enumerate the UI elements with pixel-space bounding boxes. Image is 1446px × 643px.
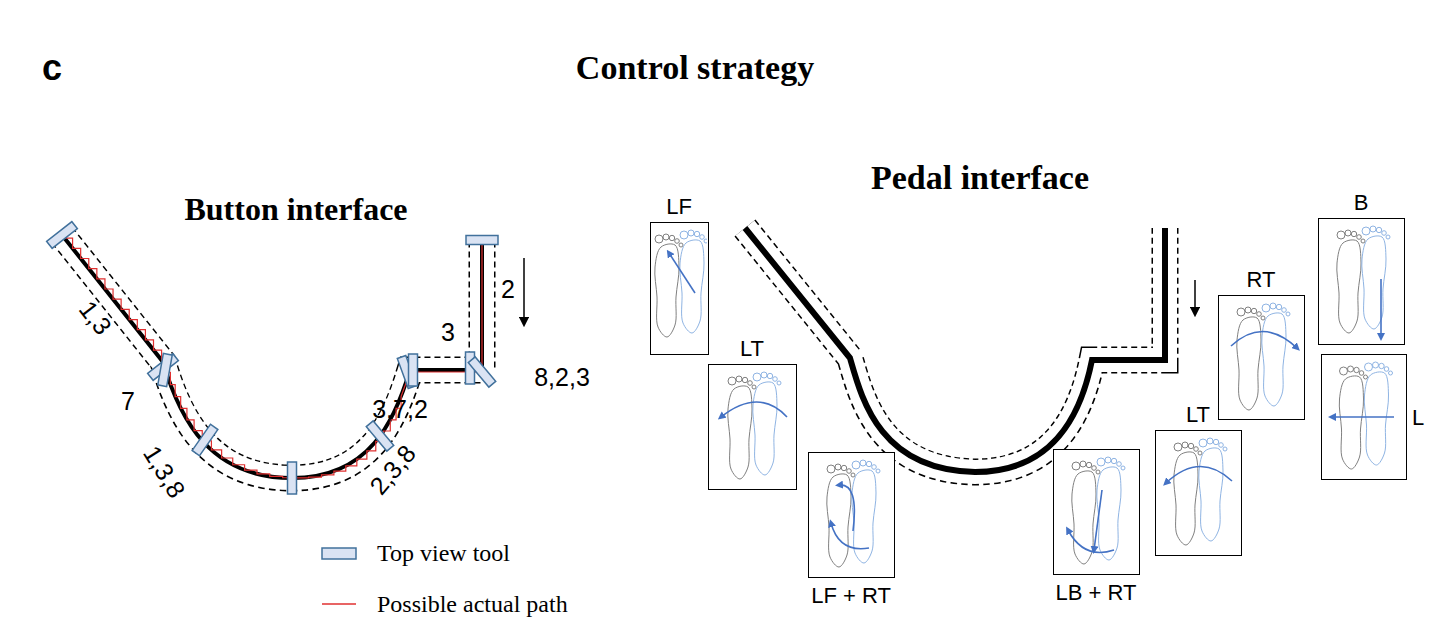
tool-mark bbox=[409, 354, 418, 386]
foot-sketch bbox=[809, 453, 893, 576]
panel-letter: c bbox=[42, 48, 62, 88]
legend-text: Possible actual path bbox=[377, 591, 568, 617]
gesture-label: LF + RT bbox=[811, 584, 891, 608]
path-sample bbox=[322, 603, 356, 605]
foot-gesture-box: LF + RT bbox=[808, 452, 895, 578]
callout-number: 2 bbox=[501, 276, 515, 304]
gesture-label: LB + RT bbox=[1056, 581, 1137, 605]
callout-number: 3 bbox=[441, 319, 455, 347]
callout-number: 3,7,2 bbox=[372, 396, 428, 424]
actual-path-line bbox=[64, 238, 482, 478]
foot-gesture-box: RT bbox=[1218, 295, 1305, 420]
callout-number: 7 bbox=[121, 388, 135, 416]
legend-text: Top view tool bbox=[377, 540, 510, 566]
foot-sketch bbox=[1054, 450, 1138, 573]
section-heading: Pedal interface bbox=[871, 159, 1089, 196]
tool-mark bbox=[192, 424, 218, 455]
gesture-label: LF bbox=[666, 195, 692, 219]
callout-number: 8,2,3 bbox=[534, 364, 590, 392]
foot-gesture-box: LB + RT bbox=[1053, 449, 1140, 575]
tool-mark bbox=[366, 421, 393, 451]
direction-arrow bbox=[523, 258, 525, 322]
figure-title: Control strategy bbox=[576, 49, 814, 86]
foot-gesture-box: L bbox=[1321, 354, 1407, 480]
gesture-label: RT bbox=[1247, 268, 1276, 292]
foot-sketch bbox=[709, 365, 795, 488]
foot-gesture-box: LT bbox=[708, 364, 797, 490]
gesture-label: B bbox=[1354, 191, 1369, 215]
foot-gesture-box: LT bbox=[1155, 430, 1242, 556]
legend-samples bbox=[322, 548, 356, 604]
gesture-label: LT bbox=[1186, 403, 1210, 427]
callout-number: 1,3,8 bbox=[138, 441, 191, 503]
gesture-label: L bbox=[1412, 406, 1424, 430]
foot-sketch bbox=[1319, 219, 1403, 343]
actual-path bbox=[64, 238, 482, 478]
tool-sample bbox=[322, 548, 356, 559]
gesture-label: LT bbox=[740, 337, 764, 361]
tool-mark bbox=[288, 462, 297, 494]
pedal-track bbox=[745, 228, 1195, 472]
tool-mark bbox=[158, 353, 172, 386]
foot-gesture-box: LF bbox=[650, 222, 709, 355]
direction-arrow bbox=[1194, 280, 1196, 312]
foot-sketch bbox=[1156, 431, 1240, 554]
tool-marks bbox=[47, 222, 498, 494]
foot-sketch bbox=[1219, 296, 1303, 418]
section-heading: Button interface bbox=[184, 192, 407, 227]
tool-mark bbox=[47, 222, 78, 249]
button-track bbox=[47, 222, 524, 494]
foot-gesture-box: B bbox=[1318, 218, 1405, 345]
tool-mark bbox=[466, 236, 498, 245]
foot-sketch bbox=[651, 223, 707, 353]
tool-mark bbox=[468, 357, 495, 387]
foot-sketch bbox=[1322, 355, 1405, 478]
